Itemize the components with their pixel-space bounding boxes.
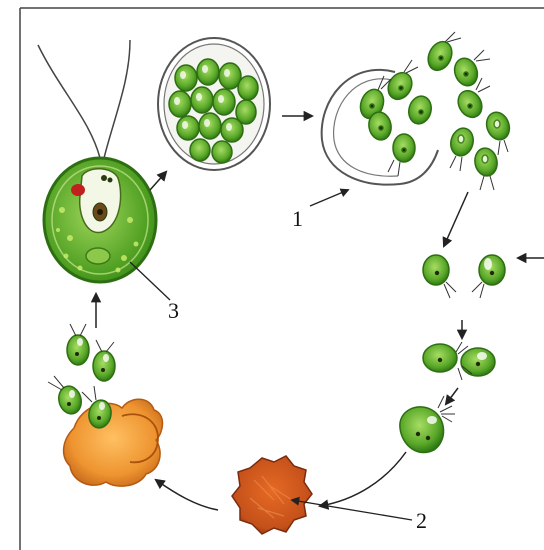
label-2: 2	[416, 508, 427, 533]
label-3: 3	[168, 298, 179, 323]
arrow-release-to-gametes	[444, 192, 468, 246]
flagellum	[104, 40, 130, 158]
leader-1	[310, 190, 348, 206]
arrow-resting-to-germination	[156, 480, 218, 510]
leader-3	[130, 262, 170, 300]
resting-zygote	[232, 456, 312, 534]
arrow-cell-to-sporangium	[150, 172, 166, 190]
cycle-arrows	[96, 116, 544, 510]
gamete-pair	[423, 255, 505, 298]
flagellum	[38, 45, 100, 158]
label-1: 1	[292, 206, 303, 231]
pyrenoid	[86, 248, 110, 264]
sporangium	[158, 38, 270, 170]
released-zoospores	[357, 32, 514, 190]
arrow-fusion-to-zygote	[446, 388, 458, 404]
leader-2	[292, 500, 412, 520]
mature-cell	[38, 40, 156, 282]
germinating-zygote	[64, 399, 163, 486]
arrow-zygote-to-resting	[320, 452, 406, 506]
fusing-gametes	[423, 342, 495, 380]
eyespot	[71, 184, 85, 196]
biflagellate-zygote	[400, 396, 455, 453]
